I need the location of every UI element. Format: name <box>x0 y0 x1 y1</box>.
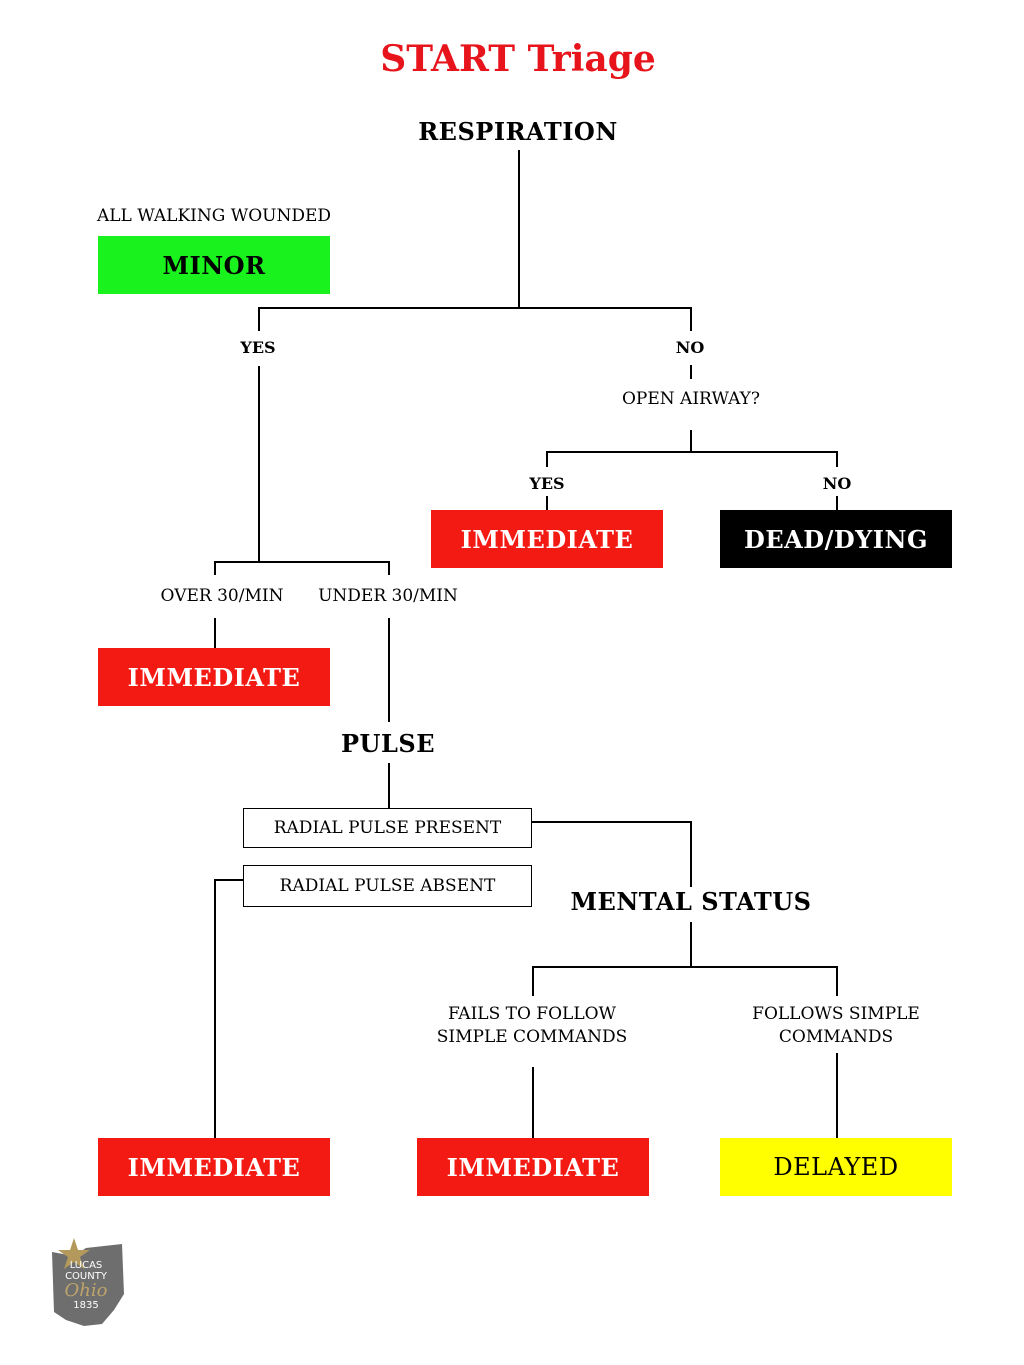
radial-pulse-present-box: RADIAL PULSE PRESENT <box>243 808 532 848</box>
respiration-yes-label: YES <box>240 338 276 357</box>
lucas-county-logo: LUCAS COUNTY Ohio 1835 <box>44 1238 128 1330</box>
connector-line <box>388 618 390 722</box>
connector-line <box>690 307 692 331</box>
connector-line <box>546 496 548 510</box>
fails-commands-line2: SIMPLE COMMANDS <box>436 1027 628 1047</box>
connector-line <box>836 451 838 467</box>
over-30-label: OVER 30/MIN <box>160 586 284 606</box>
connector-line <box>532 966 534 996</box>
pulse-absent-immediate-box: IMMEDIATE <box>98 1138 330 1196</box>
fails-commands-label: FAILS TO FOLLOW SIMPLE COMMANDS <box>437 1003 628 1049</box>
logo-text-lucas: LUCAS <box>69 1260 103 1271</box>
connector-line <box>532 821 692 823</box>
connector-line <box>836 1053 838 1139</box>
connector-line <box>388 763 390 809</box>
connector-line <box>690 365 692 379</box>
connector-line <box>546 451 548 467</box>
page-title: START Triage <box>380 38 656 80</box>
ohio-shape-icon <box>52 1238 124 1326</box>
connector-line <box>532 1067 534 1139</box>
follows-commands-line2: COMMANDS <box>778 1027 894 1047</box>
open-airway-label: OPEN AIRWAY? <box>621 389 761 409</box>
mental-status-heading: MENTAL STATUS <box>570 887 812 916</box>
star-icon <box>58 1238 90 1269</box>
respiration-no-label: NO <box>675 338 705 357</box>
airway-yes-label: YES <box>529 474 565 493</box>
connector-line <box>214 618 216 648</box>
connector-line <box>258 366 260 562</box>
logo-text-county: COUNTY <box>65 1271 107 1282</box>
mental-immediate-box: IMMEDIATE <box>417 1138 649 1196</box>
connector-line <box>214 879 216 1139</box>
connector-line <box>214 879 244 881</box>
connector-line <box>518 150 520 308</box>
respiration-heading: RESPIRATION <box>418 117 618 146</box>
connector-line <box>836 966 838 996</box>
connector-line <box>214 561 216 575</box>
connector-line <box>214 561 390 563</box>
connector-line <box>388 561 390 575</box>
delayed-box: DELAYED <box>720 1138 952 1196</box>
connector-line <box>690 922 692 968</box>
over-30-immediate-box: IMMEDIATE <box>98 648 330 706</box>
under-30-label: UNDER 30/MIN <box>318 586 458 606</box>
follows-commands-label: FOLLOWS SIMPLE COMMANDS <box>752 1003 920 1049</box>
airway-no-label: NO <box>822 474 852 493</box>
airway-immediate-box: IMMEDIATE <box>431 510 663 568</box>
connector-line <box>258 307 692 309</box>
logo-text-year: 1835 <box>73 1300 99 1311</box>
radial-pulse-absent-box: RADIAL PULSE ABSENT <box>243 865 532 907</box>
logo-text-ohio: Ohio <box>64 1280 108 1301</box>
walking-wounded-label: ALL WALKING WOUNDED <box>96 206 332 226</box>
connector-line <box>258 307 260 331</box>
connector-line <box>546 451 838 453</box>
fails-commands-line1: FAILS TO FOLLOW <box>447 1004 617 1024</box>
dead-dying-box: DEAD/DYING <box>720 510 952 568</box>
minor-box: MINOR <box>98 236 330 294</box>
connector-line <box>532 966 838 968</box>
pulse-heading: PULSE <box>341 729 435 758</box>
connector-line <box>690 821 692 887</box>
connector-line <box>690 430 692 452</box>
connector-line <box>836 496 838 510</box>
follows-commands-line1: FOLLOWS SIMPLE <box>752 1004 920 1024</box>
